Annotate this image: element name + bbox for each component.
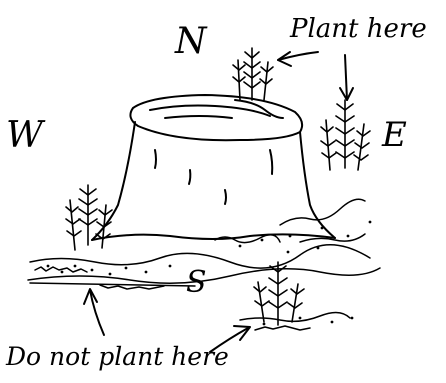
west-label: W	[6, 118, 43, 154]
seedling-west-icon	[66, 185, 112, 250]
seedling-east-icon	[321, 100, 370, 170]
plant-here-label: Plant here	[290, 16, 427, 42]
seedling-north-icon	[233, 48, 273, 100]
arrow-to-east-seedling-icon	[340, 55, 353, 100]
south-label: S	[186, 268, 207, 298]
do-not-plant-here-label: Do not plant here	[6, 344, 229, 369]
seedling-south-icon	[254, 262, 304, 325]
arrow-to-west-bad-spot-icon	[84, 289, 104, 335]
east-label: E	[382, 118, 407, 152]
arrow-to-north-seedling-icon	[278, 52, 318, 66]
north-label: N	[175, 24, 207, 60]
